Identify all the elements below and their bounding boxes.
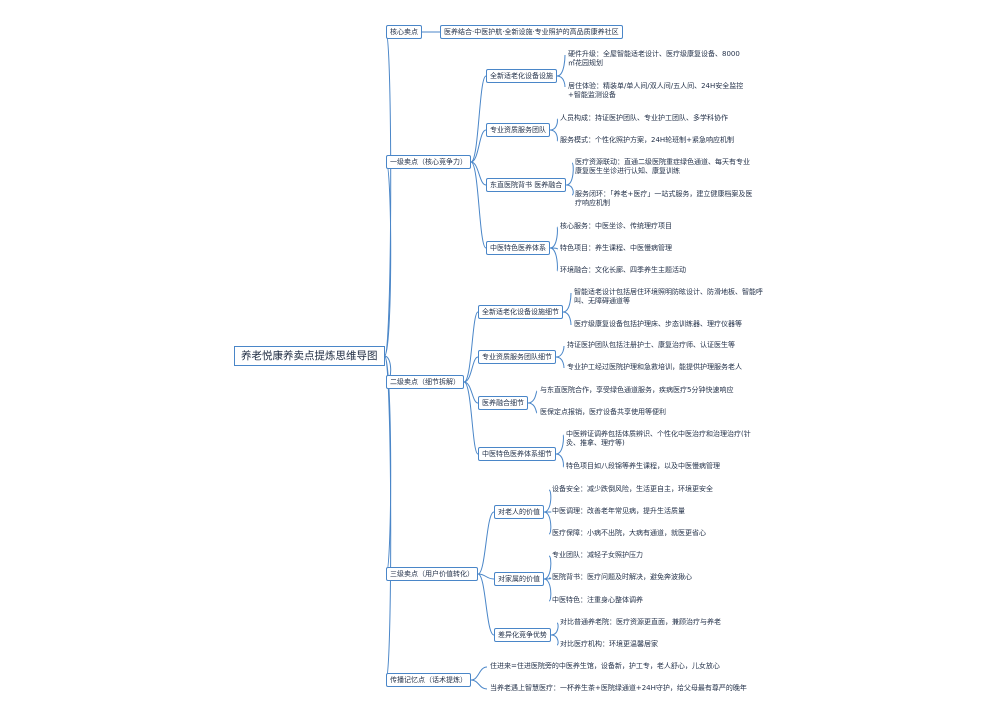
connector-line — [562, 311, 572, 326]
level2-tcm-item: 特色项目如八段锦等养生课程，以及中医慢病管理 — [566, 462, 720, 470]
level2-facilities-item: 智能适老设计包括居住环境照明防眩设计、防滑地板、智能呼叫、无障碍通道等 — [574, 288, 763, 305]
connector-line — [549, 247, 558, 272]
level2-tcm-item: 中医辨证调养包括体质辨识、个性化中医治疗和治理治疗(针灸、推拿、理疗等) — [566, 430, 751, 447]
level3-family-item: 医院背书：医疗问题及时解决，避免奔波揪心 — [552, 573, 692, 581]
level1-team-item: 人员构成：持证医护团队、专业护工团队、多学科协作 — [560, 114, 728, 122]
level1-facilities-item: 硬件升级：全屋智能适老设计、医疗级康复设备、8000㎡花园规划 — [568, 50, 740, 67]
level1-group-hospital[interactable]: 东直医院背书 医养融合 — [486, 178, 567, 192]
level2-group-medical[interactable]: 医养融合细节 — [478, 396, 528, 410]
root-node[interactable]: 养老悦康养卖点提炼思维导图 — [234, 346, 385, 366]
level1-facilities-item: 居住体验：精装单/单人间/双人间/五人间、24H安全监控+智能监测设备 — [568, 82, 744, 99]
connector-line — [463, 356, 479, 383]
branch-level2[interactable]: 二级卖点（细节拆解） — [386, 375, 464, 389]
level3-family-item: 专业团队：减轻子女照护压力 — [552, 551, 643, 559]
level3-group-differentiation[interactable]: 差异化竞争优势 — [494, 628, 551, 642]
level2-team-item: 持证医护团队包括注册护士、康复治疗师、认证医生等 — [567, 341, 735, 349]
connector-line — [556, 75, 566, 88]
connector-line — [555, 345, 565, 358]
connector-line — [527, 402, 538, 414]
level1-team-item: 服务模式：个性化照护方案，24H轮班制+紧急响应机制 — [560, 136, 735, 144]
branch-level3[interactable]: 三级卖点（用户价值转化） — [386, 567, 478, 581]
level1-tcm-item: 环境融合：文化长廊、四季养生主题活动 — [560, 266, 686, 274]
level1-group-facilities[interactable]: 全新适老化设备设施 — [486, 69, 557, 83]
connector-line — [477, 511, 495, 575]
level2-team-item: 专业护工经过医院护理和急救培训，能提供护理服务老人 — [567, 363, 742, 371]
connector-line — [384, 355, 392, 681]
connector-line — [550, 634, 559, 646]
level3-family-item: 中医特色：注重身心整体调养 — [552, 596, 643, 604]
connector-line — [543, 489, 552, 513]
level1-hospital-item: 服务闭环：「养老+医疗」一站式服务，建立健康档案及医疗响应机制 — [575, 190, 753, 207]
level2-group-tcm[interactable]: 中医特色医养体系细节 — [478, 447, 556, 461]
level1-group-tcm[interactable]: 中医特色医养体系 — [486, 241, 550, 255]
level1-tcm-item: 核心服务：中医坐诊、传统理疗项目 — [560, 222, 672, 230]
level3-elderly-item: 设备安全：减少跌倒风险，生活更自主，环境更安全 — [552, 485, 713, 493]
connector-line — [549, 118, 558, 131]
branch-level1[interactable]: 一级卖点（核心竞争力） — [386, 155, 471, 169]
connector-line — [463, 311, 479, 383]
connector-line — [555, 356, 565, 369]
level3-differentiation-item: 对比普通养老院：医疗资源更直面，兼顾治疗与养老 — [560, 618, 721, 626]
level1-tcm-item: 特色项目：养生课程、中医慢病管理 — [560, 244, 672, 252]
connector-line — [470, 666, 488, 681]
connector-line — [566, 184, 574, 196]
connector-line — [477, 573, 495, 636]
level3-elderly-item: 中医调理：改善老年常见病，提升生活质量 — [552, 507, 685, 515]
connector-line — [470, 679, 488, 690]
connector-line — [566, 162, 574, 186]
connector-line — [556, 54, 566, 77]
connector-line — [463, 381, 479, 455]
level2-medical-item: 医保定点报销，医疗设备共享使用等便利 — [540, 408, 666, 416]
connector-line — [384, 31, 392, 357]
level3-group-elderly-value[interactable]: 对老人的价值 — [494, 505, 544, 519]
level2-medical-item: 与东直医院合作，享受绿色通道服务，疾病医疗5分钟快速响应 — [540, 386, 734, 394]
connector-line — [562, 292, 572, 313]
level3-group-family-value[interactable]: 对家属的价值 — [494, 572, 544, 586]
connector-line — [543, 511, 552, 535]
connector-line — [470, 75, 487, 163]
level3-differentiation-item: 对比医疗机构：环境更温馨居家 — [560, 640, 658, 648]
connector-line — [555, 434, 564, 455]
level2-facilities-item: 医疗级康复设备包括护理床、步态训练器、理疗仪器等 — [574, 320, 742, 328]
connector-line — [549, 226, 558, 249]
level1-group-team[interactable]: 专业资质服务团队 — [486, 123, 550, 137]
connector-line — [549, 129, 558, 142]
level2-group-facilities[interactable]: 全新适老化设备设施细节 — [478, 305, 563, 319]
connector-line — [543, 555, 552, 580]
connector-line — [543, 578, 552, 602]
connector-line — [470, 161, 487, 186]
connector-line — [470, 161, 487, 249]
connector-line — [470, 129, 487, 163]
level1-hospital-item: 医疗资源联动：直通二级医院重症绿色通道、每天有专业康复医生坐诊进行认知、康复训练 — [575, 158, 750, 175]
level3-elderly-item: 医疗保障：小病不出院，大病有通道，就医更省心 — [552, 529, 706, 537]
memory-point-item: 住进来=住进医院旁的中医养生馆，设备新，护工专，老人舒心，儿女放心 — [490, 662, 720, 670]
branch-core-selling-point[interactable]: 核心卖点 — [386, 25, 422, 39]
core-selling-point-text[interactable]: 医养结合·中医护航·全新设施·专业照护的高品质康养社区 — [440, 25, 623, 39]
branch-memory-points[interactable]: 传播记忆点（话术提炼） — [386, 673, 471, 687]
memory-point-item: 当养老遇上智慧医疗：一杯养生茶+医院绿通道+24H守护，给父母最有尊严的晚年 — [490, 684, 747, 692]
connector-line — [527, 390, 538, 404]
level2-group-team[interactable]: 专业资质服务团队细节 — [478, 350, 556, 364]
connector-line — [384, 161, 392, 357]
connector-line — [550, 622, 559, 636]
connector-line — [477, 573, 495, 580]
connector-line — [555, 453, 564, 468]
